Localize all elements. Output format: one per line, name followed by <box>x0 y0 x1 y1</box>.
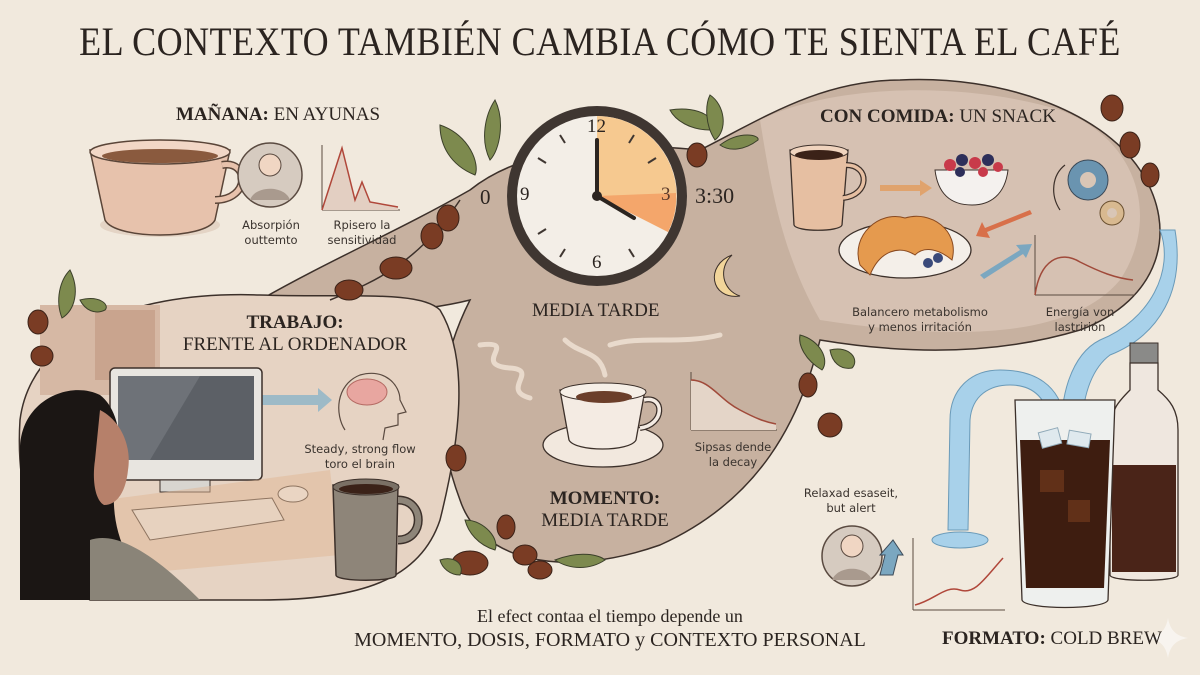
caption-line: Balancero metabolismo <box>852 305 988 319</box>
decay-caption: Sipsas dende la decay <box>683 440 783 470</box>
arrow-left-icon <box>976 210 1032 238</box>
clock-number-9: 9 <box>520 184 530 205</box>
water-stream-illustration <box>931 229 1178 549</box>
brain-flow-caption: Steady, strong flow toro el brain <box>300 442 420 472</box>
berry-bowl-illustration <box>934 154 1009 206</box>
caption-line: lastririón <box>1054 320 1106 334</box>
sensitivity-spike-chart <box>321 145 400 211</box>
caption-line: Sipsas dende <box>694 440 772 454</box>
section-heading-comida: CON COMIDA: UN SNACK <box>820 106 1056 128</box>
section-heading-trabajo: TRABAJO: FRENTE AL ORDENADOR <box>160 312 430 356</box>
heading-rest: COLD BREW <box>1045 628 1162 649</box>
clock-left-label: 0 <box>480 185 491 209</box>
caption-line: Rpisero la <box>333 218 391 232</box>
caption-line: Relaxad esaseit, <box>803 486 899 500</box>
arrow-right-icon <box>880 180 932 196</box>
sparkle-icon <box>1148 618 1188 658</box>
computer-illustration <box>105 367 340 575</box>
clock-number-6: 6 <box>592 252 602 273</box>
brain-head-icon <box>338 372 407 441</box>
caption-line: toro el brain <box>324 457 396 471</box>
clock-number-3: 3 <box>661 184 671 205</box>
energy-curve-chart <box>1034 235 1135 296</box>
caption-line: y menos irritación <box>868 320 972 334</box>
absorption-caption: Absorpión outtemto <box>232 218 310 248</box>
section-heading-manana: MAÑANA: EN AYUNAS <box>176 104 380 126</box>
caption-line: Absorpión <box>242 218 300 232</box>
clock-right-label: 3:30 <box>695 183 735 208</box>
relaxed-caption: Relaxad esaseit, but alert <box>796 486 906 516</box>
moon-icon <box>714 254 741 297</box>
metabolism-caption: Balancero metabolismo y menos irritación <box>835 305 1005 335</box>
caption-line: outtemto <box>244 233 298 247</box>
coffee-beans-decoration <box>27 94 1160 580</box>
footer-line-1: El efect contaa el tiempo depende un <box>477 606 743 626</box>
heading-rest: EN AYUNAS <box>268 104 381 125</box>
heading-line: MOMENTO: <box>549 488 661 509</box>
footer-line-2: MOMENTO, DOSIS, FORMATO y CONTEXTO PERSO… <box>354 629 866 651</box>
relaxed-face-icon <box>821 525 904 587</box>
heading-bold: FORMATO: <box>942 628 1046 649</box>
arrow-up-right-icon <box>980 244 1032 279</box>
clock-number-12: 12 <box>587 116 606 137</box>
heading-line: FRENTE AL ORDENADOR <box>182 334 408 355</box>
page-title: EL CONTEXTO TAMBIÉN CAMBIA CÓMO TE SIENT… <box>79 19 1121 64</box>
iced-coffee-glass-illustration <box>1014 399 1116 609</box>
heading-bold: CON COMIDA: <box>820 106 955 127</box>
coffee-leaves-decoration <box>58 94 856 576</box>
caption-line: sensitividad <box>327 233 397 247</box>
croissant-plate-illustration <box>838 215 972 279</box>
clock-illustration <box>507 106 687 286</box>
cold-brew-bottle-illustration <box>1109 342 1179 581</box>
morning-cup-illustration <box>89 139 247 237</box>
flow-arrow <box>205 388 332 412</box>
section-heading-formato: FORMATO: COLD BREW <box>942 628 1162 650</box>
caption-line: Steady, strong flow <box>304 442 416 456</box>
heading-line: TRABAJO: <box>246 312 344 333</box>
gears-icon <box>1053 159 1125 226</box>
afternoon-cup-illustration <box>542 382 664 468</box>
footer-summary: El efect contaa el tiempo depende un MOM… <box>340 604 880 652</box>
alertness-rising-chart <box>912 538 1005 611</box>
clock-heading: MEDIA TARDE <box>532 300 660 321</box>
work-mug-illustration <box>332 478 423 581</box>
steam-swirls <box>477 332 723 401</box>
heading-rest: UN SNACK <box>954 106 1056 127</box>
caption-line: Energía von <box>1045 305 1115 319</box>
woman-illustration <box>20 390 200 600</box>
caption-line: la decay <box>708 455 758 469</box>
decay-chart <box>690 372 777 431</box>
energy-caption: Energía von lastririón <box>1035 305 1125 335</box>
heading-line: MEDIA TARDE <box>541 510 669 531</box>
heading-bold: MAÑANA: <box>176 104 269 125</box>
snack-cup-illustration <box>789 144 867 231</box>
section-heading-momento: MOMENTO: MEDIA TARDE <box>515 488 695 532</box>
sensitivity-caption: Rpisero la sensitividad <box>318 218 406 248</box>
caption-line: but alert <box>826 501 876 515</box>
